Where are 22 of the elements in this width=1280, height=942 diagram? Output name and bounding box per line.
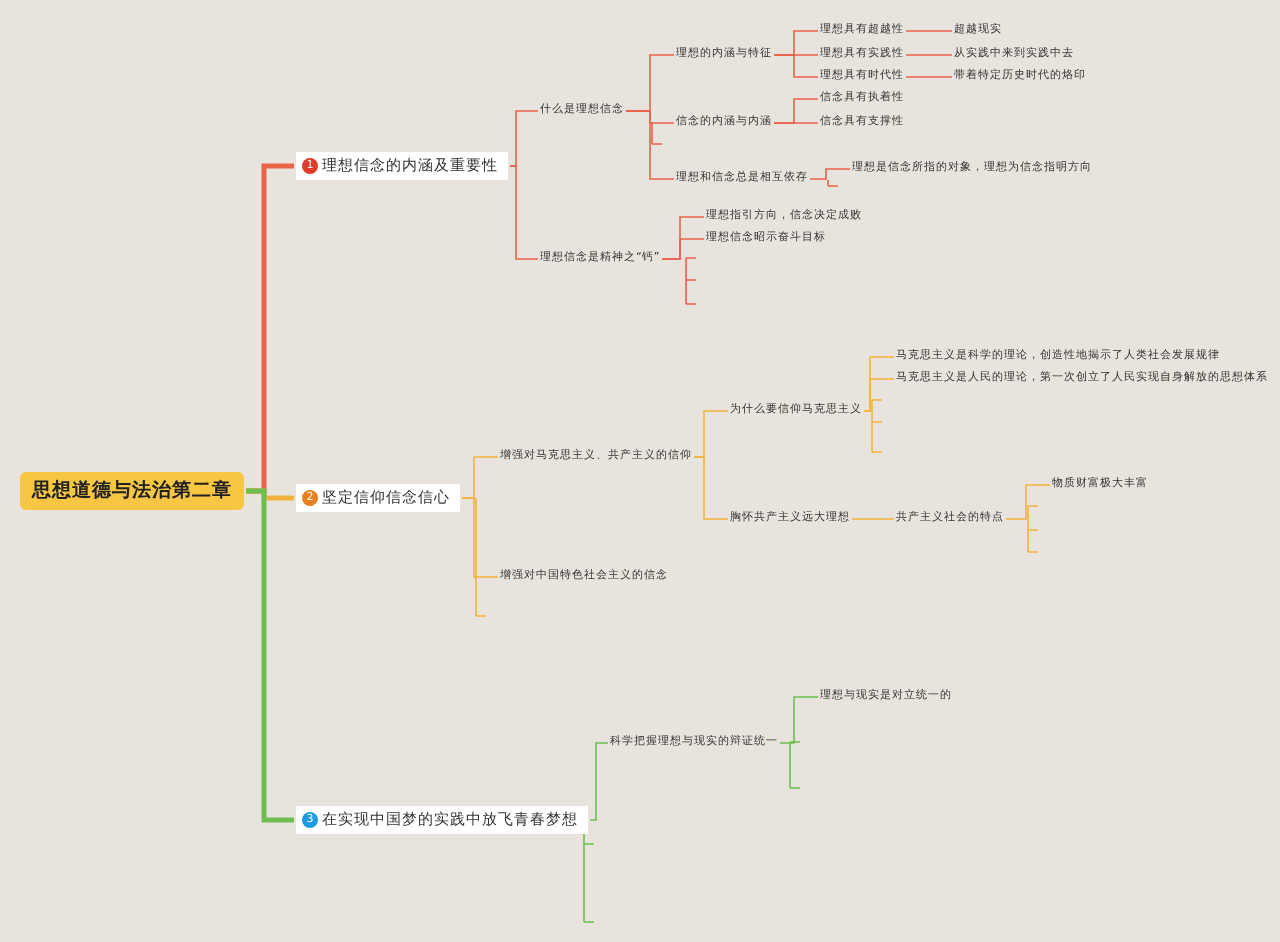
- connector: [905, 76, 953, 78]
- connector: [773, 54, 819, 78]
- connector: [905, 54, 953, 56]
- connector: [509, 110, 539, 167]
- connector: [246, 488, 294, 823]
- connector: [509, 165, 539, 260]
- connector: [693, 456, 729, 520]
- topic-box: [296, 806, 588, 834]
- connector: [779, 696, 819, 744]
- connector: [905, 30, 953, 32]
- connector: [773, 122, 819, 124]
- connector: [625, 110, 675, 180]
- connector: [1005, 484, 1051, 520]
- connector: [851, 518, 895, 520]
- connector: [661, 238, 705, 260]
- connector: [589, 742, 609, 821]
- connector: [863, 378, 895, 412]
- topic-box: [296, 152, 508, 180]
- topic-box: [296, 484, 460, 512]
- root-topic-box: 思想道德与法治第二章: [20, 471, 244, 509]
- connector: [809, 168, 851, 180]
- connector: [461, 497, 499, 578]
